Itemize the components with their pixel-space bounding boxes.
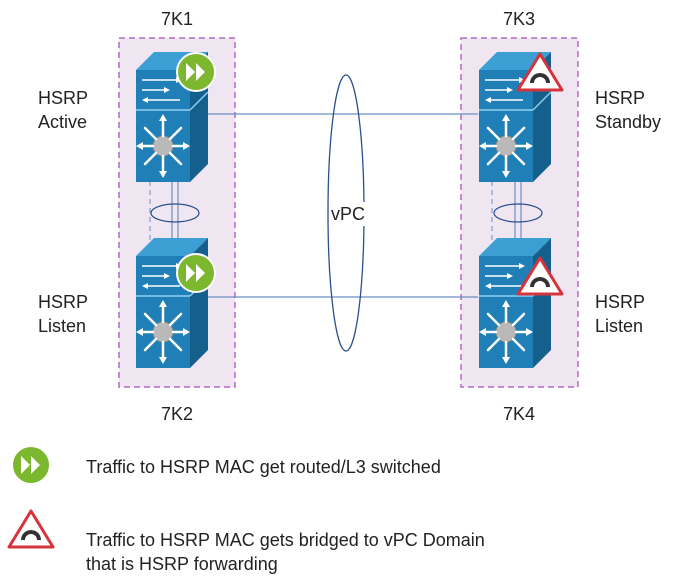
device-name-7k2: 7K2 bbox=[160, 404, 194, 424]
forward-icon bbox=[176, 253, 216, 293]
device-name-7k3: 7K3 bbox=[502, 9, 536, 29]
role-label-7k3: HSRP Standby bbox=[595, 88, 662, 132]
legend-routed-text: Traffic to HSRP MAC get routed/L3 switch… bbox=[86, 457, 441, 477]
vpc-label: vPC bbox=[330, 202, 367, 226]
forward-icon bbox=[176, 52, 216, 92]
legend-bridge-warning-icon bbox=[7, 509, 55, 549]
device-name-7k4: 7K4 bbox=[502, 404, 536, 424]
role-label-7k2: HSRP Listen bbox=[38, 292, 89, 336]
role-label-7k1: HSRP Active bbox=[38, 88, 89, 132]
role-label-7k4: HSRP Listen bbox=[595, 292, 646, 336]
legend-bridged-text: Traffic to HSRP MAC gets bridged to vPC … bbox=[86, 530, 485, 574]
device-name-7k1: 7K1 bbox=[160, 9, 194, 29]
legend-forward-icon bbox=[11, 445, 51, 485]
